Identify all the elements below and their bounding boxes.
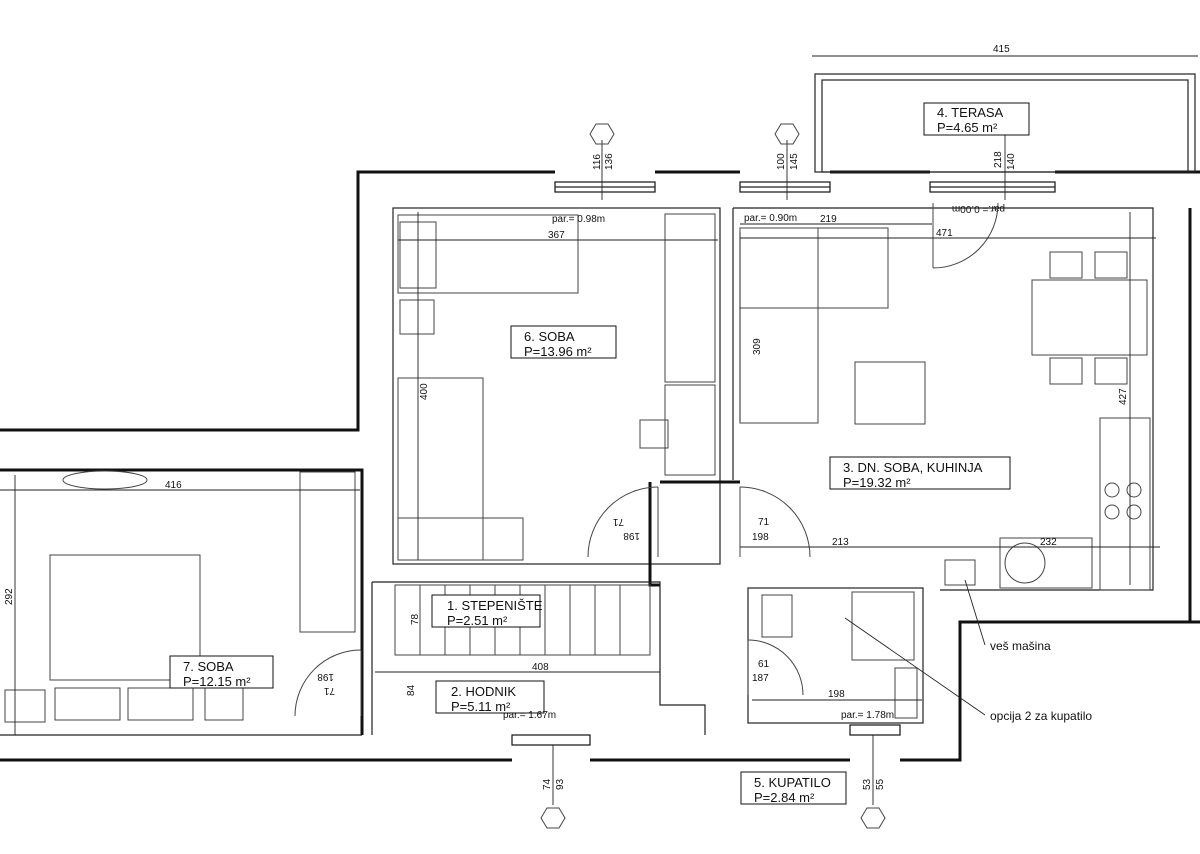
bath-option-note: opcija 2 za kupatilo <box>990 709 1092 723</box>
room-label-dnevna-soba: 3. DN. SOBA, KUHINJA P=19.32 m² <box>829 456 1011 490</box>
room-area: P=13.96 m² <box>524 344 592 359</box>
room-name: 5. KUPATILO <box>754 775 831 790</box>
dim-text: 61 <box>758 659 770 670</box>
dim-text: 74 <box>542 778 553 790</box>
washing-machine-leader <box>964 579 986 646</box>
dim-text: 53 <box>862 778 873 790</box>
dim-text: 84 <box>406 684 417 696</box>
windows <box>511 181 1056 746</box>
parapet-label: par.= 0.00m <box>952 203 1005 214</box>
dim-text: 309 <box>752 338 763 355</box>
dim-text: 471 <box>936 228 953 239</box>
room-name: 6. SOBA <box>524 329 575 344</box>
dim-text: 408 <box>532 662 549 673</box>
room-name: 2. HODNIK <box>451 684 516 699</box>
dim-text: 71 <box>758 517 770 528</box>
dim-text: 198 <box>752 532 769 543</box>
room-area: P=2.51 m² <box>447 613 508 628</box>
room-area: P=2.84 m² <box>754 790 815 805</box>
dim-text: 71 <box>612 516 624 527</box>
dim-text: 218 <box>993 151 1004 168</box>
doors <box>294 202 999 717</box>
dim-text: 219 <box>820 214 837 225</box>
dim-text: 198 <box>317 671 334 682</box>
parapet-label: par.= 0.98m <box>552 214 605 225</box>
bath-option-leader <box>844 617 986 716</box>
dim-text: 367 <box>548 230 565 241</box>
dim-text: 116 <box>592 154 603 170</box>
room-name: 1. STEPENIŠTE <box>447 598 543 613</box>
dim-text: 93 <box>555 778 566 790</box>
dim-text: 55 <box>875 778 886 790</box>
parapet-label: par.= 1.78m <box>841 710 894 721</box>
room-label-soba-7: 7. SOBA P=12.15 m² <box>169 655 274 689</box>
dim-text: 145 <box>789 153 800 170</box>
washing-machine-note: veš mašina <box>990 639 1051 653</box>
dim-terrace-width: 415 <box>993 44 1010 55</box>
dim-text: 78 <box>410 613 421 625</box>
room-area: P=12.15 m² <box>183 674 251 689</box>
dim-text: 416 <box>165 480 182 491</box>
dim-text: 213 <box>832 537 849 548</box>
room-area: P=5.11 m² <box>451 699 511 714</box>
dim-text: 427 <box>1118 388 1129 405</box>
dim-text: 71 <box>323 685 335 696</box>
dim-text: 198 <box>828 689 845 700</box>
room-name: 4. TERASA <box>937 105 1004 120</box>
room-area: P=19.32 m² <box>843 475 911 490</box>
room-name: 7. SOBA <box>183 659 234 674</box>
dim-text: 140 <box>1006 153 1017 170</box>
dim-text: 198 <box>623 530 640 541</box>
dim-text: 400 <box>419 383 430 400</box>
parapet-label: par.= 1.67m <box>503 710 556 721</box>
room-label-kupatilo: 5. KUPATILO P=2.84 m² <box>740 771 847 805</box>
room-name: 3. DN. SOBA, KUHINJA <box>843 460 983 475</box>
room-label-stepeniste: 1. STEPENIŠTE P=2.51 m² <box>431 594 543 628</box>
parapet-label: par.= 0.90m <box>744 213 797 224</box>
dim-text: 100 <box>776 153 787 170</box>
dim-text: 292 <box>4 588 15 605</box>
room-area: P=4.65 m² <box>937 120 998 135</box>
dim-text: 187 <box>752 673 769 684</box>
room-label-hodnik: 2. HODNIK P=5.11 m² <box>435 680 545 714</box>
walls <box>0 73 1200 762</box>
dim-text: 136 <box>604 153 615 170</box>
room-label-terasa: 4. TERASA P=4.65 m² <box>923 102 1030 136</box>
dim-text: 232 <box>1040 537 1057 548</box>
room-label-soba-6: 6. SOBA P=13.96 m² <box>510 325 617 359</box>
dimension-lines <box>0 55 1198 829</box>
